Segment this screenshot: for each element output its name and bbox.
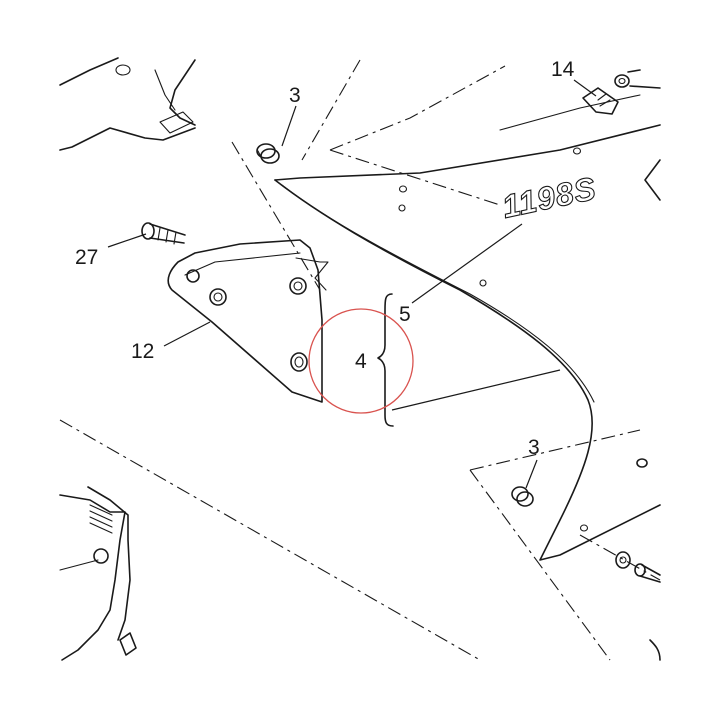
callout-labels: 3 14 27 5 12 4 3 bbox=[75, 58, 575, 459]
callout-3-lower: 3 bbox=[528, 436, 540, 459]
bolt-3-lower bbox=[511, 486, 534, 507]
bottom-right-partial bbox=[649, 639, 661, 661]
callout-14: 14 bbox=[551, 58, 575, 81]
callout-5: 5 bbox=[399, 303, 411, 326]
fairing-5 bbox=[274, 94, 661, 561]
bracket-12 bbox=[167, 239, 329, 403]
upper-frame-part bbox=[59, 57, 196, 151]
callout-12: 12 bbox=[131, 340, 154, 363]
group-bracket-4 bbox=[377, 293, 394, 427]
callout-3-top: 3 bbox=[289, 84, 301, 107]
leader-lines bbox=[107, 79, 597, 489]
highlight-circle bbox=[308, 308, 414, 414]
callout-4: 4 bbox=[355, 350, 367, 373]
logo-text: 1198S bbox=[499, 170, 600, 225]
lower-right-screw bbox=[615, 551, 661, 583]
bolt-3-top bbox=[256, 143, 280, 164]
fairing-logo: 1198S bbox=[498, 169, 600, 225]
bolt-27 bbox=[141, 222, 186, 245]
clip-14 bbox=[582, 69, 661, 115]
lower-left-vent-part bbox=[59, 486, 137, 661]
callout-27: 27 bbox=[75, 246, 98, 269]
assembly-reference-lines bbox=[59, 59, 661, 661]
